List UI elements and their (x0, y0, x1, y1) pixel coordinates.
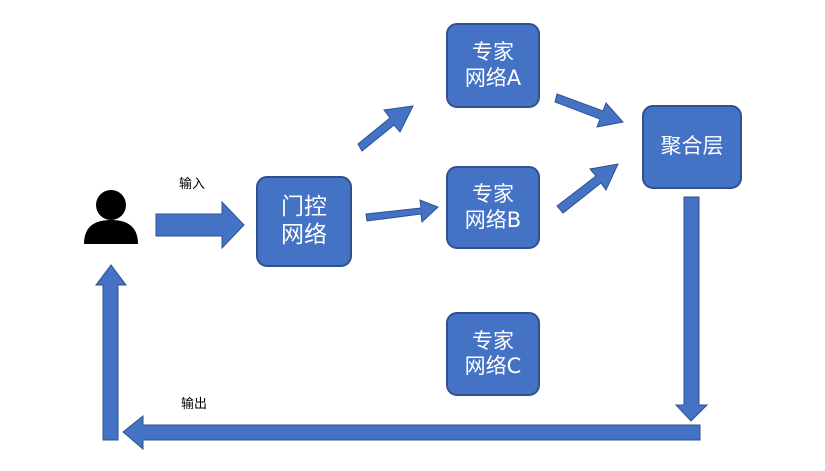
input-arrow (155, 200, 245, 250)
arrow-gate-to-expert-b (365, 199, 439, 224)
aggregation-layer-label: 聚合层 (660, 134, 724, 159)
arrow-return-up (95, 264, 127, 441)
input-label: 输入 (179, 177, 206, 192)
gate-network-line2: 网络 (281, 221, 327, 248)
expert-b-line1: 专家 (472, 182, 514, 207)
expert-a-line2: 网络A (464, 65, 522, 90)
expert-c-line2: 网络C (464, 354, 522, 378)
arrow-aggregation-down (674, 196, 709, 422)
arrow-expert-a-to-aggregation (554, 93, 624, 128)
expert-b-line2: 网络B (464, 207, 522, 232)
expert-a-line1: 专家 (472, 40, 514, 65)
output-label: 输出 (181, 397, 208, 412)
expert-network-a-node: 专家 网络A (446, 23, 540, 108)
expert-network-c-node: 专家 网络C (446, 312, 540, 396)
output-arrow (122, 414, 701, 451)
gate-network-node: 门控 网络 (256, 176, 352, 267)
gate-network-line1: 门控 (281, 193, 327, 220)
aggregation-layer-node: 聚合层 (642, 105, 742, 189)
user-icon (84, 190, 138, 244)
expert-network-b-node: 专家 网络B (446, 166, 540, 249)
arrow-expert-b-to-aggregation (556, 163, 619, 214)
expert-c-line1: 专家 (472, 328, 514, 353)
arrow-gate-to-expert-a (357, 105, 414, 152)
